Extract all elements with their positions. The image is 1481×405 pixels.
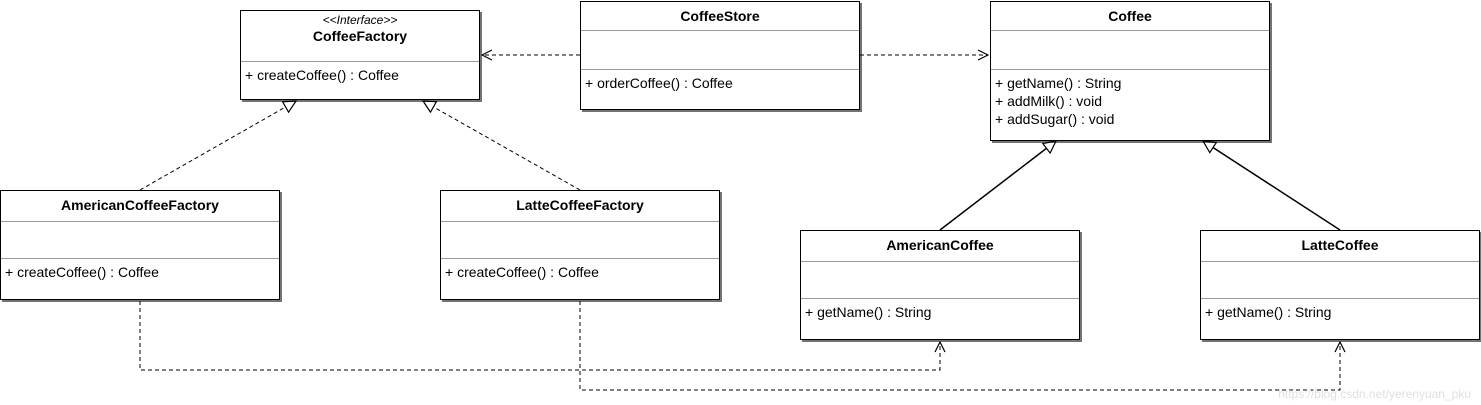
class-name: AmericanCoffeeFactory: [61, 197, 219, 213]
attributes: [801, 262, 1079, 299]
watermark: https://blog.csdn.net/yerenyuan_pku: [1278, 387, 1471, 401]
operations: + orderCoffee() : Coffee: [581, 70, 859, 92]
operation: + createCoffee() : Coffee: [245, 67, 399, 83]
attributes: [1, 222, 279, 259]
class-header: <<Interface>> CoffeeFactory: [241, 11, 479, 62]
operation: + addSugar() : void: [995, 111, 1115, 127]
class-name: Coffee: [1108, 8, 1152, 24]
class-name: CoffeeStore: [680, 8, 760, 24]
operations: + getName() : String + addMilk() : void …: [991, 70, 1269, 128]
class-name: AmericanCoffee: [886, 237, 994, 253]
coffee-factory-class[interactable]: <<Interface>> CoffeeFactory + createCoff…: [240, 10, 480, 100]
class-header: AmericanCoffee: [801, 231, 1079, 262]
operations: + createCoffee() : Coffee: [1, 259, 279, 281]
operation: + orderCoffee() : Coffee: [585, 75, 733, 91]
latte-coffee-generalization: [1203, 141, 1341, 231]
operations: + createCoffee() : Coffee: [441, 259, 719, 281]
class-name: CoffeeFactory: [312, 28, 408, 44]
class-header: LatteCoffeeFactory: [441, 191, 719, 222]
operation: + getName() : String: [805, 304, 932, 320]
american-coffee-generalization: [939, 141, 1056, 231]
operation: + getName() : String: [995, 75, 1122, 91]
american-factory-realization: [139, 101, 296, 191]
class-header: AmericanCoffeeFactory: [1, 191, 279, 222]
attributes: [441, 222, 719, 259]
attributes: [991, 31, 1269, 70]
class-name: LatteCoffee: [1301, 237, 1379, 253]
operations: + getName() : String: [1201, 299, 1479, 321]
latte-factory-realization: [423, 101, 581, 191]
operation: + createCoffee() : Coffee: [5, 264, 159, 280]
american-factory-creates-american-coffee: [139, 301, 940, 371]
coffee-class[interactable]: Coffee + getName() : String + addMilk() …: [990, 1, 1270, 141]
latte-factory-creates-latte-coffee: [579, 301, 1340, 391]
class-name: LatteCoffeeFactory: [516, 197, 644, 213]
operations: + createCoffee() : Coffee: [241, 62, 479, 84]
class-header: Coffee: [991, 2, 1269, 31]
operation: + getName() : String: [1205, 304, 1332, 320]
coffee-store-class[interactable]: CoffeeStore + orderCoffee() : Coffee: [580, 1, 860, 110]
american-coffee-factory-class[interactable]: AmericanCoffeeFactory + createCoffee() :…: [0, 190, 280, 300]
american-coffee-class[interactable]: AmericanCoffee + getName() : String: [800, 230, 1080, 340]
class-header: CoffeeStore: [581, 2, 859, 31]
class-header: LatteCoffee: [1201, 231, 1479, 262]
attributes: [581, 31, 859, 70]
latte-coffee-class[interactable]: LatteCoffee + getName() : String: [1200, 230, 1480, 340]
operation: + createCoffee() : Coffee: [445, 264, 599, 280]
operations: + getName() : String: [801, 299, 1079, 321]
stereotype-label: <<Interface>>: [322, 13, 398, 27]
attributes: [1201, 262, 1479, 299]
operation: + addMilk() : void: [995, 93, 1102, 109]
latte-coffee-factory-class[interactable]: LatteCoffeeFactory + createCoffee() : Co…: [440, 190, 720, 300]
